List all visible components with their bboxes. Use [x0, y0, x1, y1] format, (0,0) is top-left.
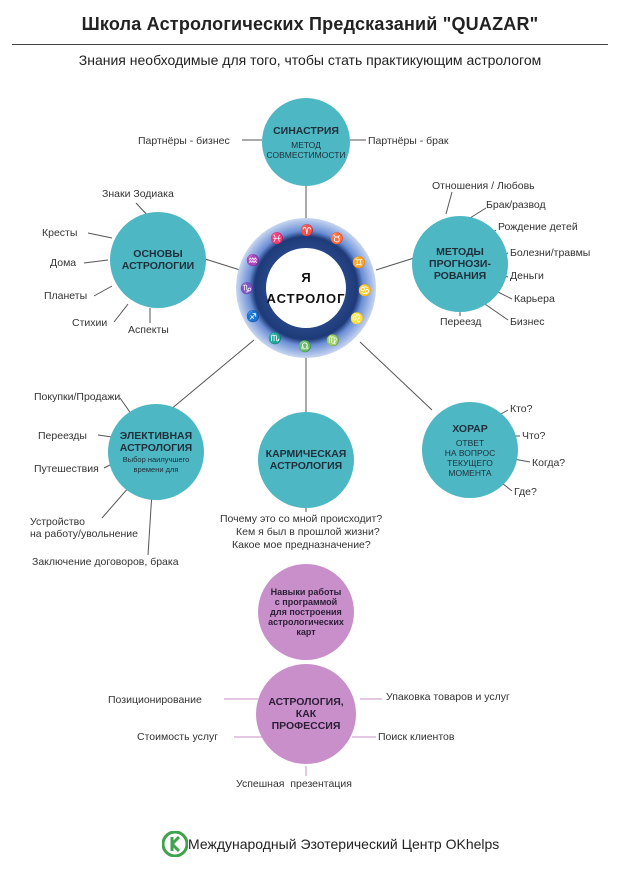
link-basics	[201, 257, 241, 271]
synastry-label-business: Партнёры - бизнес	[138, 135, 230, 147]
link-forecast	[375, 257, 415, 271]
title-divider	[12, 44, 608, 45]
basics-label-planets: Планеты	[44, 290, 88, 302]
forecast-title: МЕТОДЫ ПРОГНОЗИ- РОВАНИЯ	[429, 246, 491, 282]
basics-label-houses: Дома	[50, 257, 77, 269]
node-horary[interactable]: ХОРАР ОТВЕТ НА ВОПРОС ТЕКУЩЕГО МОМЕНТА	[422, 402, 518, 498]
forecast-label-love: Отношения / Любовь	[432, 180, 535, 192]
karmic-label-purpose: Какое мое предназначение?	[232, 539, 371, 551]
libra-icon: ♎	[298, 341, 312, 353]
scorpio-icon: ♏	[268, 333, 282, 345]
node-synastry[interactable]: СИНАСТРИЯ МЕТОД СОВМЕСТИМОСТИ	[262, 98, 350, 186]
profession-label-positioning: Позиционирование	[108, 694, 202, 706]
elective-label-travel: Путешествия	[34, 463, 99, 475]
horary-label-what: Что?	[522, 430, 546, 442]
node-forecast[interactable]: МЕТОДЫ ПРОГНОЗИ- РОВАНИЯ	[412, 216, 508, 312]
forecast-label-children: Рождение детей	[498, 221, 578, 233]
elective-title: ЭЛЕКТИВНАЯ АСТРОЛОГИЯ	[119, 429, 193, 454]
aquarius-icon: ♒	[246, 255, 260, 267]
forecast-label-career: Карьера	[514, 293, 555, 305]
basics-title: ОСНОВЫ АСТРОЛОГИИ	[121, 248, 195, 272]
footer-organization: Международный Эзотерический Центр OKhelp…	[188, 836, 500, 852]
karmic-label-past-life: Кем я был в прошлой жизни?	[236, 526, 380, 538]
karmic-title: КАРМИЧЕСКАЯ АСТРОЛОГИЯ	[265, 448, 347, 472]
page-subtitle: Знания необходимые для того, чтобы стать…	[78, 52, 542, 68]
center-line-2: АСТРОЛОГ	[266, 291, 346, 306]
profession-title: АСТРОЛОГИЯ, КАК ПРОФЕССИЯ	[268, 696, 344, 732]
page-title: Школа Астрологических Предсказаний "QUAZ…	[81, 14, 539, 34]
forecast-label-marriage: Брак/развод	[486, 199, 546, 211]
leo-icon: ♌	[350, 313, 364, 325]
aries-icon: ♈	[300, 225, 314, 237]
horary-subtitle: ОТВЕТ НА ВОПРОС ТЕКУЩЕГО МОМЕНТА	[444, 437, 496, 478]
elective-label-employment: Устройство на работу/увольнение	[30, 516, 139, 540]
basics-label-elements: Стихии	[72, 317, 108, 329]
horary-title: ХОРАР	[452, 422, 488, 435]
pisces-icon: ♓	[270, 233, 284, 245]
elective-label-moves: Переезды	[38, 430, 87, 442]
taurus-icon: ♉	[330, 233, 344, 245]
center-line-1: Я	[301, 270, 311, 285]
forecast-label-business: Бизнес	[510, 316, 545, 328]
profession-label-packaging: Упаковка товаров и услуг	[386, 691, 510, 703]
synastry-label-marriage: Партнёры - брак	[368, 135, 449, 147]
node-software[interactable]: Навыки работы с программой для построени…	[258, 564, 354, 660]
horary-label-who: Кто?	[510, 403, 533, 415]
basics-label-crosses: Кресты	[42, 227, 78, 239]
gemini-icon: ♊	[352, 257, 366, 269]
basics-label-aspects: Аспекты	[128, 324, 169, 336]
virgo-icon: ♍	[326, 335, 340, 347]
profession-label-pricing: Стоимость услуг	[137, 731, 219, 743]
capricorn-icon: ♑	[240, 283, 254, 295]
synastry-title: СИНАСТРИЯ	[273, 124, 339, 137]
synastry-subtitle: МЕТОД СОВМЕСТИМОСТИ	[266, 139, 346, 160]
horary-label-when: Когда?	[532, 457, 566, 469]
node-elective[interactable]: ЭЛЕКТИВНАЯ АСТРОЛОГИЯ Выбор наилучшего в…	[108, 404, 204, 500]
software-title: Навыки работы с программой для построени…	[268, 587, 344, 637]
forecast-label-money: Деньги	[510, 270, 544, 282]
forecast-label-relocation: Переезд	[440, 316, 482, 328]
karmic-label-why: Почему это со мной происходит?	[220, 513, 383, 525]
horary-label-where: Где?	[514, 486, 537, 498]
center-label: Я АСТРОЛОГ	[266, 248, 346, 328]
link-horary	[359, 341, 433, 411]
profession-label-clients: Поиск клиентов	[378, 731, 455, 743]
link-elective	[169, 339, 255, 411]
elective-label-trade: Покупки/Продажи	[34, 391, 121, 403]
elective-label-contracts: Заключение договоров, брака	[32, 556, 179, 568]
okhelps-logo-icon	[162, 831, 188, 857]
node-profession[interactable]: АСТРОЛОГИЯ, КАК ПРОФЕССИЯ	[256, 664, 356, 764]
node-basics[interactable]: ОСНОВЫ АСТРОЛОГИИ	[110, 212, 206, 308]
basics-label-signs: Знаки Зодиака	[102, 188, 174, 200]
cancer-icon: ♋	[358, 285, 372, 297]
node-karmic[interactable]: КАРМИЧЕСКАЯ АСТРОЛОГИЯ	[258, 412, 354, 508]
profession-label-presentation: Успешная презентация	[236, 778, 352, 790]
elective-subtitle: Выбор наилучшего времени для	[122, 454, 190, 474]
forecast-label-health: Болезни/травмы	[510, 247, 591, 259]
sagittarius-icon: ♐	[246, 311, 260, 323]
